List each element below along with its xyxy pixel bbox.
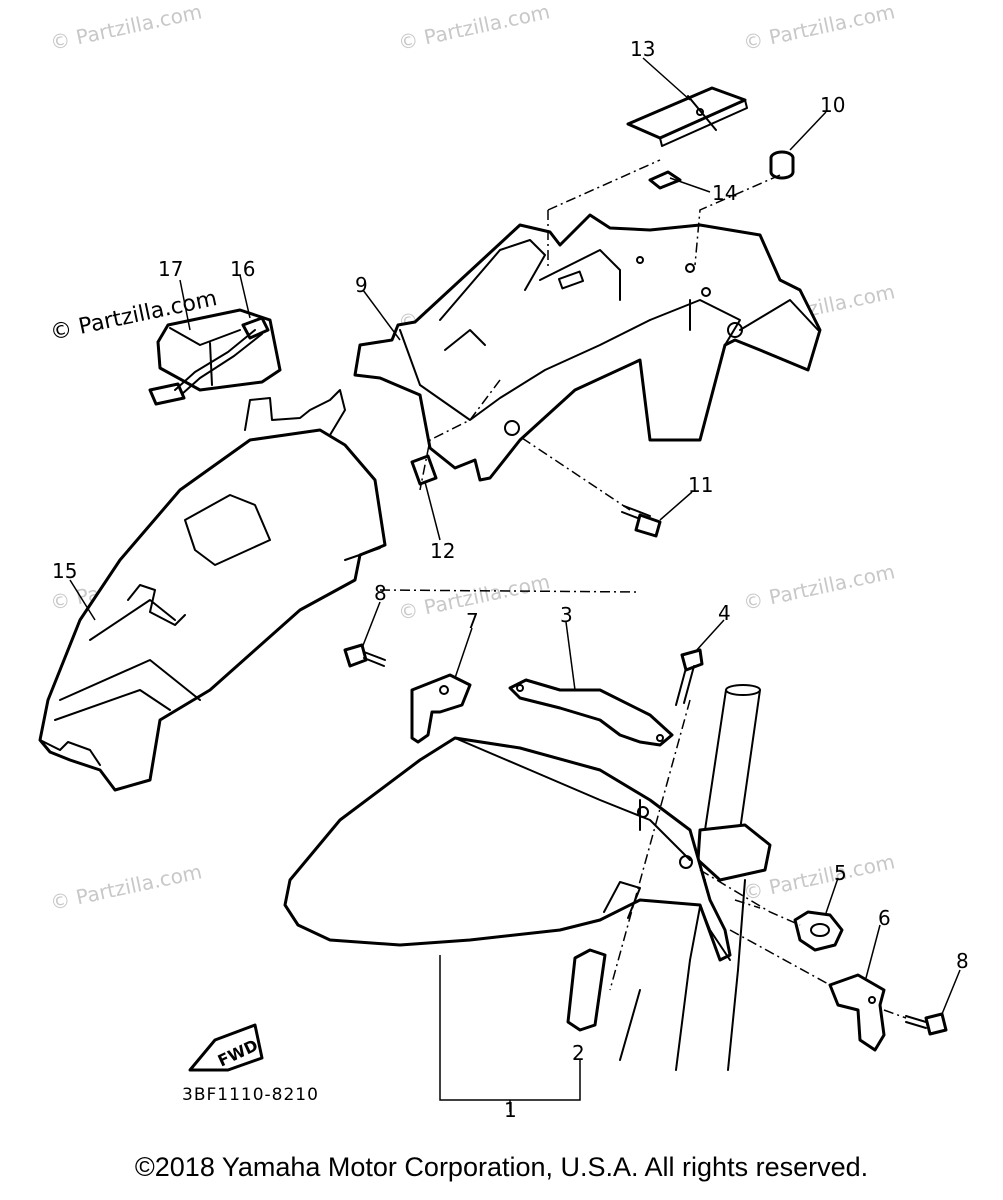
- part-13-pad[interactable]: [626, 86, 748, 147]
- part-1-front-fender[interactable]: [283, 736, 732, 962]
- part-15-inner-fender[interactable]: [38, 389, 387, 792]
- callout-11[interactable]: 11: [688, 473, 713, 497]
- callout-9[interactable]: 9: [355, 273, 368, 297]
- part-16-strap[interactable]: [148, 316, 270, 406]
- callout-16[interactable]: 16: [230, 257, 255, 281]
- part-7-bracket[interactable]: [410, 673, 472, 744]
- callout-10[interactable]: 10: [820, 93, 845, 117]
- callout-5[interactable]: 5: [834, 861, 847, 885]
- part-14-clip[interactable]: [648, 170, 682, 190]
- watermark: © Partzilla.com: [48, 0, 204, 55]
- callout-8-left[interactable]: 8: [374, 581, 387, 605]
- callout-14[interactable]: 14: [712, 181, 737, 205]
- leader-lines: [69, 57, 961, 1112]
- callout-15[interactable]: 15: [52, 559, 77, 583]
- assembly-lines: [379, 159, 907, 1019]
- copyright-notice: ©2018 Yamaha Motor Corporation, U.S.A. A…: [134, 1152, 869, 1182]
- callout-8-right[interactable]: 8: [956, 949, 969, 973]
- part-5-knob[interactable]: [793, 910, 844, 952]
- callout-4[interactable]: 4: [718, 601, 731, 625]
- part-6-bracket[interactable]: [828, 973, 886, 1052]
- callouts: 1 2 3 4 5 6 7 8 8 9 10 11 12 13 14 15 16…: [52, 37, 969, 1122]
- callout-1[interactable]: 1: [504, 1098, 517, 1122]
- watermark: © Partzilla.com: [396, 0, 552, 55]
- watermark: © Partzilla.com: [48, 859, 204, 915]
- callout-2[interactable]: 2: [572, 1041, 585, 1065]
- callout-12[interactable]: 12: [430, 539, 455, 563]
- callout-17[interactable]: 17: [158, 257, 183, 281]
- part-4-bolt[interactable]: [675, 648, 704, 706]
- callout-6[interactable]: 6: [878, 906, 891, 930]
- part-3-brace[interactable]: [508, 678, 674, 747]
- part-2-reflector[interactable]: [566, 948, 607, 1032]
- fwd-arrow: FWD: [188, 1023, 264, 1072]
- callout-7[interactable]: 7: [466, 609, 479, 633]
- part-8-bolt-right[interactable]: [905, 1012, 948, 1036]
- callout-3[interactable]: 3: [560, 603, 573, 627]
- watermark: © Partzilla.com: [741, 559, 897, 615]
- part-9-rear-fender[interactable]: [353, 213, 822, 482]
- fork-leg: [619, 684, 772, 1071]
- part-code: 3BF1110-8210: [182, 1085, 319, 1105]
- watermark: © Partzilla.com: [741, 0, 897, 55]
- callout-13[interactable]: 13: [630, 37, 655, 61]
- part-8-bolt-left[interactable]: [343, 643, 386, 668]
- part-10-grommet[interactable]: [769, 150, 795, 180]
- part-11-bolt[interactable]: [621, 505, 662, 538]
